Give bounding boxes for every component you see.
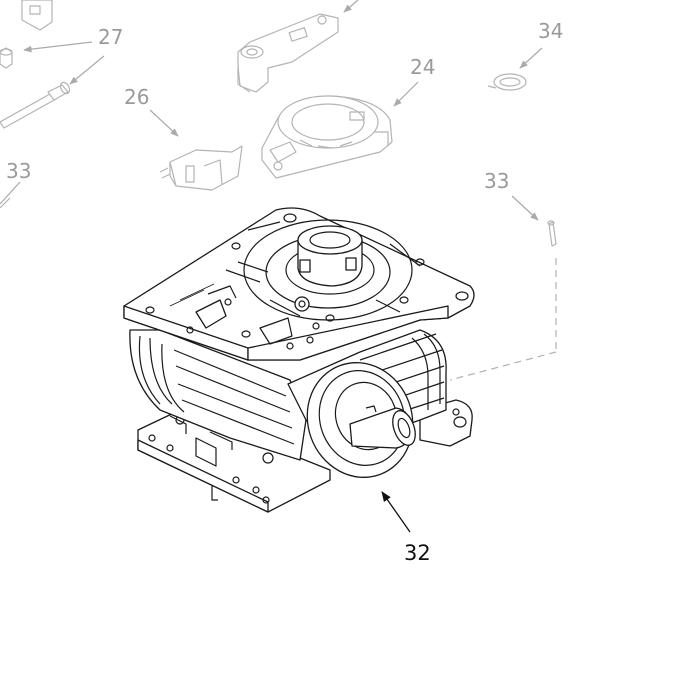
leader-27-to-rod xyxy=(69,55,105,85)
leader-27-to-pin xyxy=(23,41,93,53)
part-34-washer xyxy=(487,73,527,91)
gearbox-assembly xyxy=(123,207,475,513)
leader-32 xyxy=(381,491,411,533)
leader-top-lever xyxy=(343,0,359,13)
part-27-rod xyxy=(0,81,71,129)
callout-33-right: 33 xyxy=(484,169,509,193)
part-top-left-bracket xyxy=(21,0,53,31)
part-33-right-pin xyxy=(547,220,557,247)
part-small-pin xyxy=(0,47,13,69)
callout-24: 24 xyxy=(410,55,435,79)
part-33-left-screw xyxy=(0,197,11,209)
callout-32: 32 xyxy=(404,541,431,565)
callout-33-left: 33 xyxy=(6,159,31,183)
assembly-line-diagonal xyxy=(449,351,557,381)
callout-26: 26 xyxy=(124,85,149,109)
leader-33-right xyxy=(511,195,539,221)
leader-33-left xyxy=(0,181,21,205)
callout-27: 27 xyxy=(98,25,123,49)
part-24-ring-plate xyxy=(261,95,393,179)
leader-34 xyxy=(519,47,543,69)
leader-24 xyxy=(393,81,419,107)
leader-26 xyxy=(149,109,179,137)
part-lever xyxy=(237,13,339,93)
callout-34: 34 xyxy=(538,19,563,43)
part-26-switch xyxy=(159,145,243,191)
